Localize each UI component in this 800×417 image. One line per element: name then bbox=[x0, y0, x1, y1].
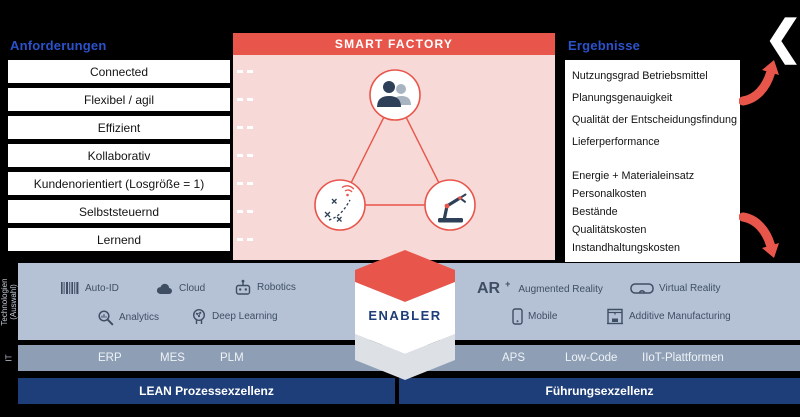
it-item-mes: MES bbox=[160, 352, 185, 364]
connector-dashes bbox=[237, 210, 253, 213]
tech-item-analytics: Analytics bbox=[97, 309, 159, 326]
lean-excellence-label: LEAN Prozessexzellenz bbox=[139, 384, 274, 398]
technologies-side-label-text: Technologien bbox=[0, 277, 9, 326]
tech-item-additive-manufacturing: Additive Manufacturing bbox=[606, 308, 731, 325]
results-improve-box: Nutzungsgrad Betriebsmittel Planungsgena… bbox=[565, 60, 740, 163]
tech-item-cloud: Cloud bbox=[154, 281, 205, 296]
ar-abbr: AR bbox=[477, 280, 501, 297]
result-item: Lieferperformance bbox=[572, 136, 660, 148]
dash bbox=[247, 182, 253, 185]
dash bbox=[247, 126, 253, 129]
connector-dashes bbox=[237, 182, 253, 185]
tech-label: Virtual Reality bbox=[659, 283, 721, 294]
result-item: Nutzungsgrad Betriebsmittel bbox=[572, 70, 708, 82]
result-item: Qualität der Entscheidungsfindung bbox=[572, 114, 738, 126]
requirement-item: Lernend bbox=[8, 228, 230, 251]
dash bbox=[237, 210, 243, 213]
smart-factory-triangle bbox=[314, 69, 476, 231]
tech-label: Augmented Reality bbox=[518, 283, 603, 295]
connector-dashes bbox=[237, 98, 253, 101]
it-item-iiot: IIoT-Plattformen bbox=[642, 352, 724, 364]
it-side-label-text: IT bbox=[4, 354, 14, 362]
tech-item-virtual-reality: Virtual Reality bbox=[630, 282, 721, 295]
team-icon bbox=[377, 81, 411, 107]
dash bbox=[247, 70, 253, 73]
requirement-item: Effizient bbox=[8, 116, 230, 139]
dash bbox=[237, 182, 243, 185]
tech-item-robotics: Robotics bbox=[234, 279, 296, 296]
tech-label: Robotics bbox=[257, 282, 296, 293]
smartphone-icon bbox=[512, 308, 523, 325]
tech-item-deep-learning: Deep Learning bbox=[191, 308, 278, 325]
tech-label: Cloud bbox=[179, 283, 206, 294]
it-side-label: IT bbox=[0, 345, 18, 371]
requirement-item: Connected bbox=[8, 60, 230, 83]
barcode-icon bbox=[61, 282, 79, 294]
results-title: Ergebnisse bbox=[568, 38, 641, 53]
technologies-side-label: Technologien (Auswahl) bbox=[0, 263, 18, 340]
tech-label: Auto-ID bbox=[85, 282, 119, 294]
enabler-ribbon bbox=[355, 250, 455, 380]
requirements-title: Anforderungen bbox=[10, 38, 107, 53]
tech-label: Analytics bbox=[119, 312, 160, 323]
result-item: Bestände bbox=[572, 206, 618, 218]
cloud-icon bbox=[156, 283, 172, 294]
it-item-aps: APS bbox=[502, 352, 526, 364]
robot-icon bbox=[235, 279, 251, 295]
vr-glasses-icon bbox=[630, 283, 654, 294]
dash bbox=[237, 70, 243, 73]
dash bbox=[237, 154, 243, 157]
requirement-item: Kollaborativ bbox=[8, 144, 230, 167]
smart-factory-panel: SMART FACTORY bbox=[233, 33, 555, 260]
it-item-low-code: Low-Code bbox=[565, 352, 618, 364]
dash bbox=[237, 238, 243, 241]
ar-plus: + bbox=[505, 279, 511, 289]
requirement-item: Kundenorientiert (Losgröße = 1) bbox=[8, 172, 230, 195]
it-item-erp: ERP bbox=[98, 352, 122, 364]
tech-item-augmented-reality: AR + Augmented Reality bbox=[477, 279, 603, 297]
connector-dashes bbox=[237, 238, 253, 241]
lean-excellence-band: LEAN Prozessexzellenz bbox=[18, 378, 395, 404]
tech-label: Mobile bbox=[528, 311, 558, 322]
magnifier-icon bbox=[98, 310, 114, 326]
leadership-excellence-label: Führungsexzellenz bbox=[545, 384, 654, 398]
increase-arrow-icon bbox=[739, 60, 779, 106]
result-item: Qualitätskosten bbox=[572, 224, 647, 236]
dash bbox=[247, 98, 253, 101]
tech-item-mobile: Mobile bbox=[512, 308, 557, 325]
robot-arm-icon bbox=[438, 193, 467, 223]
dash bbox=[237, 126, 243, 129]
head-network-icon bbox=[192, 308, 206, 324]
enabler-label: ENABLER bbox=[368, 308, 442, 323]
leadership-excellence-band: Führungsexzellenz bbox=[399, 378, 800, 404]
printer-3d-icon bbox=[607, 308, 623, 325]
tech-item-auto-id: Auto-ID bbox=[60, 281, 119, 295]
connector-dashes bbox=[237, 126, 253, 129]
results-reduce-box: Energie + Materialeinsatz Personalkosten… bbox=[565, 163, 740, 262]
result-item: Energie + Materialeinsatz bbox=[572, 170, 695, 182]
connector-dashes bbox=[237, 154, 253, 157]
dash bbox=[247, 210, 253, 213]
result-item: Personalkosten bbox=[572, 188, 647, 200]
it-item-plm: PLM bbox=[220, 352, 244, 364]
smart-factory-banner: SMART FACTORY bbox=[233, 33, 555, 55]
connector-dashes bbox=[237, 70, 253, 73]
dash bbox=[237, 98, 243, 101]
result-item: Instandhaltungskosten bbox=[572, 242, 681, 254]
decrease-arrow-icon bbox=[739, 212, 779, 258]
requirement-item: Flexibel / agil bbox=[8, 88, 230, 111]
dash bbox=[247, 154, 253, 157]
back-chevron-icon[interactable]: ❮ bbox=[764, 11, 800, 63]
dash bbox=[247, 238, 253, 241]
route-planning-icon bbox=[324, 185, 355, 222]
tech-label: Deep Learning bbox=[212, 311, 278, 322]
result-item: Planungsgenauigkeit bbox=[572, 92, 673, 104]
requirement-item: Selbststeuernd bbox=[8, 200, 230, 223]
technologies-side-label-sub: (Auswahl) bbox=[9, 283, 18, 320]
tech-label: Additive Manufacturing bbox=[629, 311, 731, 322]
